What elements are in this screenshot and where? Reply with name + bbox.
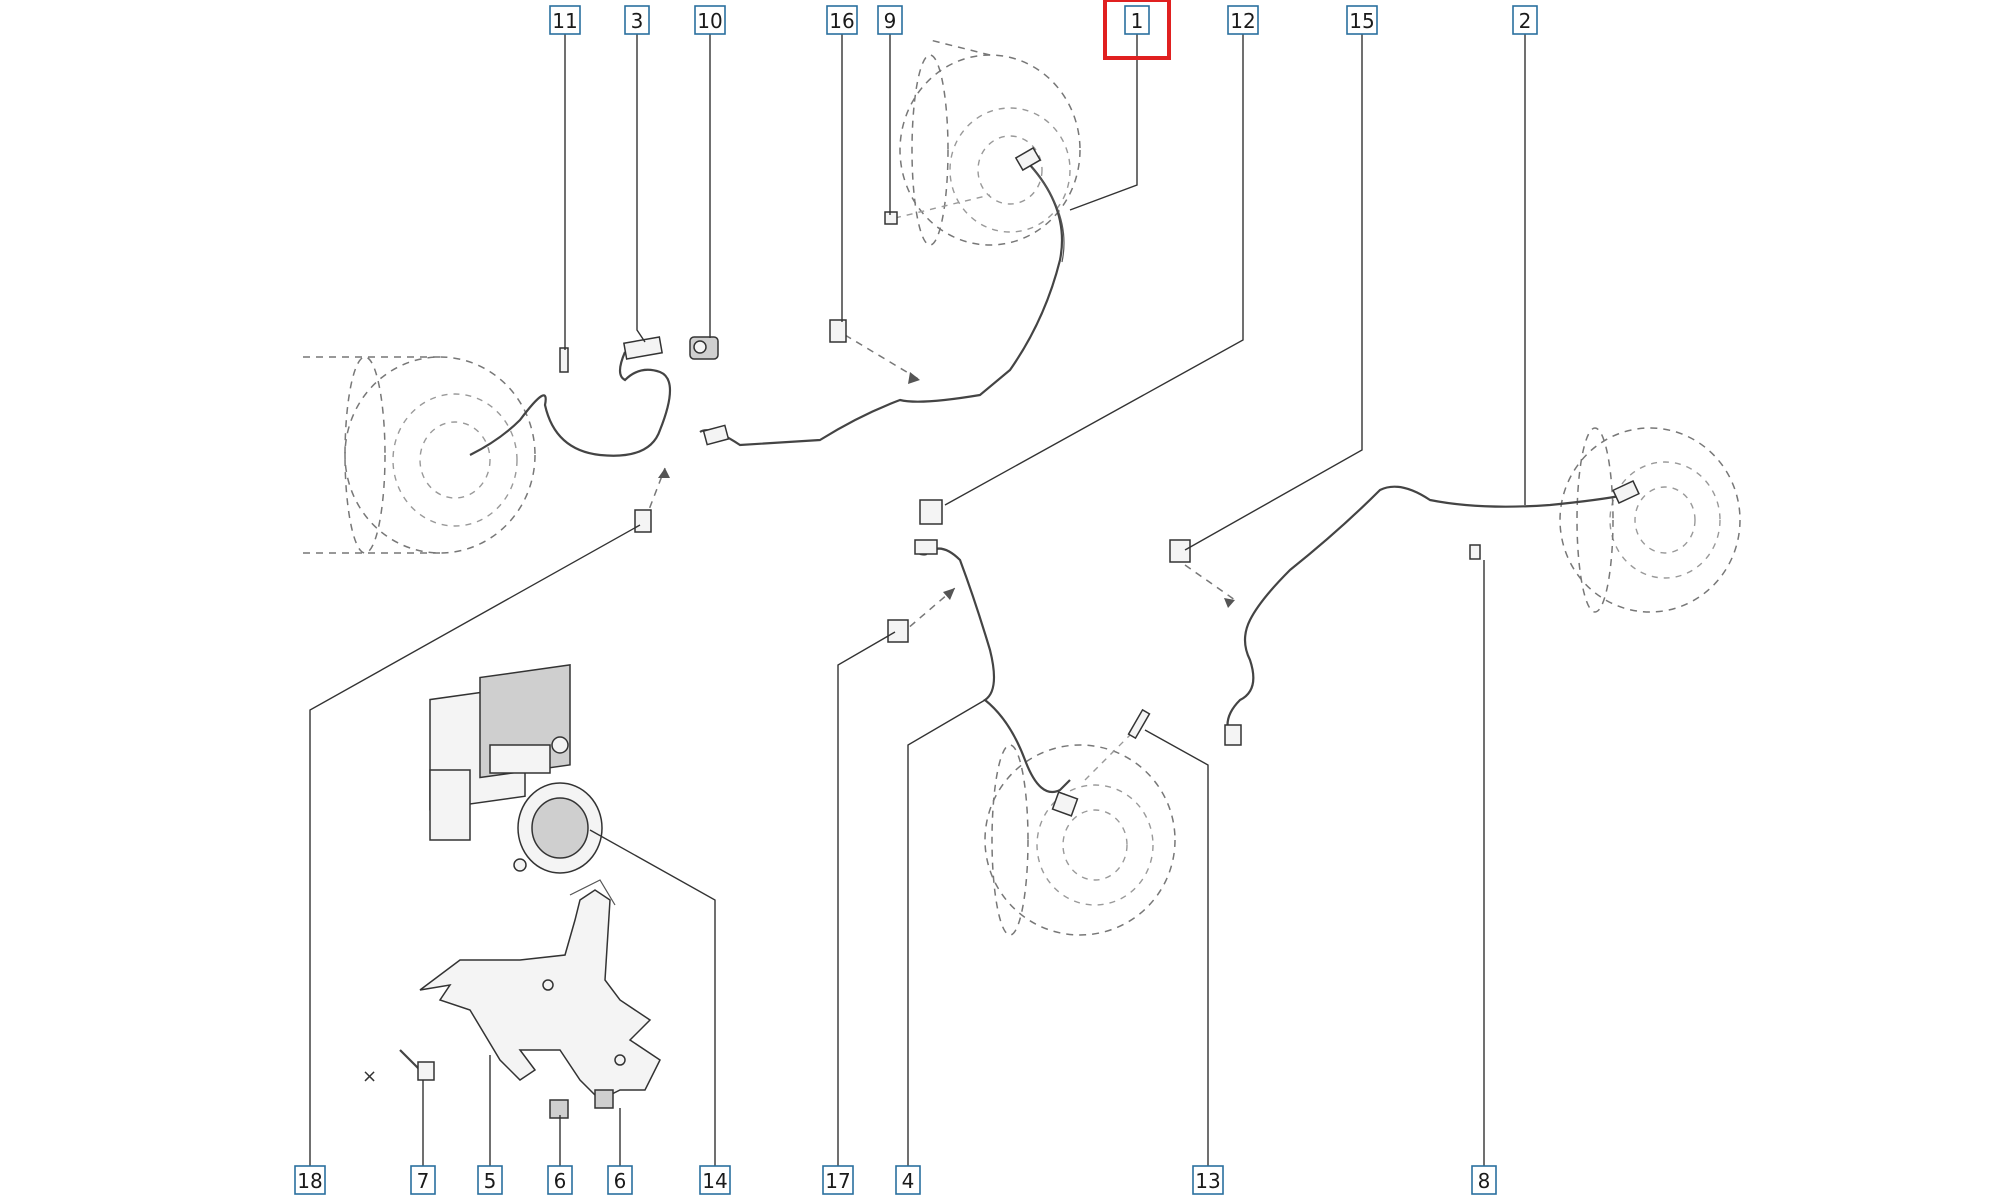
marker-x: × [362,1066,377,1087]
sensor-cable-front-left [469,336,719,457]
callout-5[interactable]: 5 [477,1165,503,1195]
callout-number: 18 [297,1169,322,1193]
callout-box[interactable] [1227,5,1259,35]
callout-6b[interactable]: 6 [607,1165,633,1195]
callout-number: 8 [1478,1169,1491,1193]
callout-box[interactable] [1346,5,1378,35]
dashed-guides [644,194,1236,781]
bolt-11 [559,347,569,373]
wheel-rear-right [1559,427,1741,613]
callout-7[interactable]: 7 [410,1165,436,1195]
callout-number: 2 [1519,9,1532,33]
wheel-rear-left [984,744,1176,936]
callout-15[interactable]: 15 [1346,5,1378,35]
callout-12[interactable]: 12 [1227,5,1259,35]
clip-12 [919,499,943,525]
fasteners-bottom [399,1049,614,1119]
callout-box[interactable] [294,1165,326,1195]
callout-number: 1 [1131,9,1144,33]
callout-box[interactable] [549,5,581,35]
callout-9[interactable]: 9 [877,5,903,35]
sensor-cable-rear-left [914,539,1079,817]
callout-10[interactable]: 10 [694,5,726,35]
sensor-cable-rear-right [1224,480,1640,746]
callout-box[interactable] [1471,1165,1497,1195]
callout-number: 10 [697,9,722,33]
bolt-8 [1469,544,1481,560]
callout-number: 12 [1230,9,1255,33]
callout-3[interactable]: 3 [624,5,650,35]
callout-box[interactable] [1192,1165,1224,1195]
callout-17[interactable]: 17 [822,1165,854,1195]
callout-box[interactable] [547,1165,573,1195]
callout-box[interactable] [822,1165,854,1195]
callout-number: 6 [614,1169,627,1193]
callout-6a[interactable]: 6 [547,1165,573,1195]
callout-8[interactable]: 8 [1471,1165,1497,1195]
callout-13[interactable]: 13 [1192,1165,1224,1195]
abs-bracket [419,879,661,1101]
callout-box[interactable] [410,1165,436,1195]
callout-18[interactable]: 18 [294,1165,326,1195]
callout-box[interactable] [826,5,858,35]
callout-number: 6 [554,1169,567,1193]
wheel-front-left [300,356,536,554]
callout-11[interactable]: 11 [549,5,581,35]
callout-box[interactable] [477,1165,503,1195]
callout-number: 17 [825,1169,850,1193]
callout-number: 4 [902,1169,915,1193]
callout-4[interactable]: 4 [895,1165,921,1195]
callout-number: 13 [1195,1169,1220,1193]
leader-lines [309,34,1526,1166]
clip-16 [829,319,847,343]
callout-box[interactable] [699,1165,731,1195]
callout-number: 14 [702,1169,727,1193]
clip-15 [1169,539,1191,563]
bolt-13 [1127,708,1151,740]
callout-number: 11 [552,9,577,33]
callout-box[interactable] [1124,5,1150,35]
selected-callout-highlight [1103,0,1171,60]
callout-number: 16 [829,9,854,33]
callout-number: 15 [1349,9,1374,33]
callout-number: 3 [631,9,644,33]
callout-box[interactable] [607,1165,633,1195]
callout-box[interactable] [877,5,903,35]
sensor-cable-front-right [699,146,1065,447]
callout-number: 5 [484,1169,497,1193]
callout-number: 9 [884,9,897,33]
callout-2[interactable]: 2 [1512,5,1538,35]
callout-box[interactable] [895,1165,921,1195]
callout-box[interactable] [1512,5,1538,35]
clip-17 [887,619,909,643]
callout-16[interactable]: 16 [826,5,858,35]
clip-18 [634,509,652,533]
callout-box[interactable] [694,5,726,35]
callout-number: 7 [417,1169,430,1193]
callout-1[interactable]: 1 [1103,0,1171,60]
wheel-front-right [899,39,1081,246]
callout-box[interactable] [624,5,650,35]
callout-14[interactable]: 14 [699,1165,731,1195]
clips-and-bolts [559,211,1481,740]
bolt-9 [884,211,898,225]
abs-hydraulic-unit [429,664,603,874]
callout-labels: 11 3 10 16 9 1 12 15 2 18 7 5 6 6 14 17 4 13 8 [294,0,1538,1195]
